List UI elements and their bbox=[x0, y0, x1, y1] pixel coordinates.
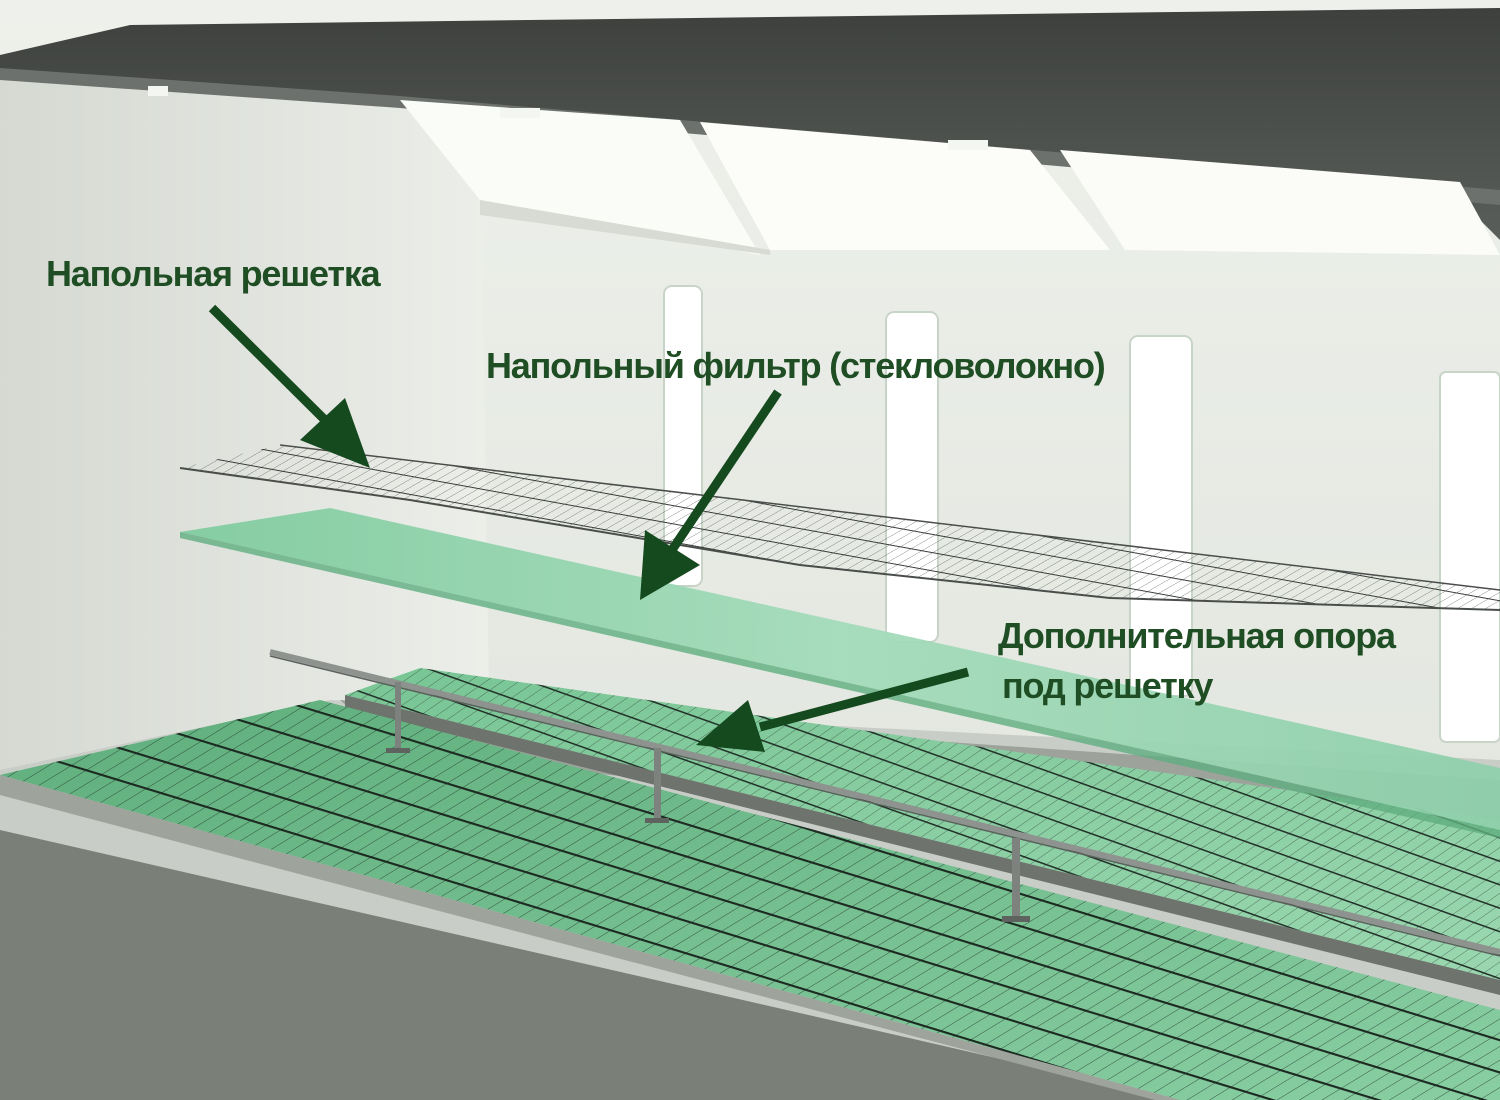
front-grate-floor bbox=[0, 700, 1500, 1100]
ceiling-lights bbox=[148, 86, 1500, 255]
left-wall bbox=[0, 70, 490, 770]
floor-filter-sheet bbox=[180, 508, 1500, 838]
label-extra-support-line2: под решетку bbox=[1002, 665, 1213, 706]
label-floor-filter: Напольный фильтр (стекловолокно) bbox=[486, 345, 1106, 386]
label-extra-support-line1: Дополнительная опора bbox=[998, 615, 1396, 656]
extra-grate-support bbox=[269, 649, 1500, 957]
floor-grate-floating bbox=[179, 444, 1500, 611]
back-grate-row bbox=[345, 668, 1500, 995]
label-floor-grate: Напольная решетка bbox=[46, 253, 381, 294]
arrow-to-support bbox=[696, 667, 970, 752]
ceiling bbox=[0, 8, 1500, 240]
arrow-to-filter bbox=[640, 389, 782, 600]
arrow-to-grate bbox=[208, 304, 370, 468]
